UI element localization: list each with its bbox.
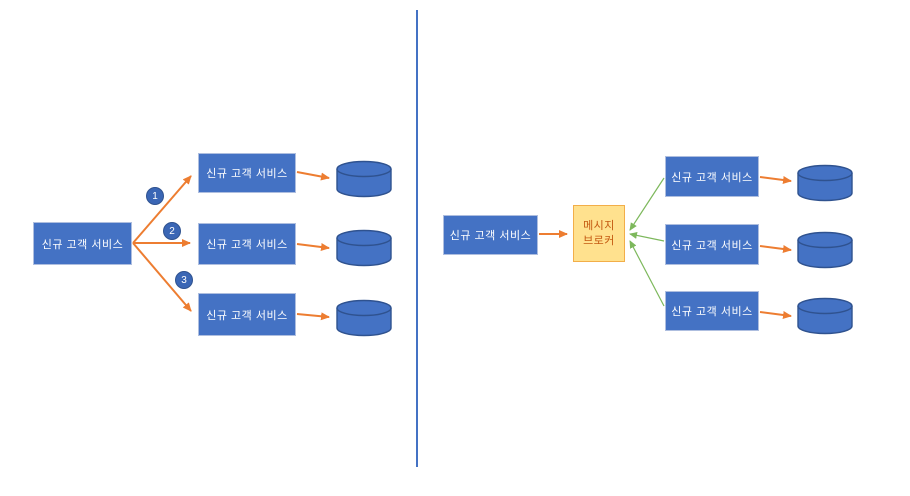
database-cylinder-icon <box>336 229 392 267</box>
database-cylinder-icon <box>797 164 853 202</box>
right-service-2-label: 신규 고객 서비스 <box>671 239 753 252</box>
arrow-left-service-1-to-db <box>296 171 330 181</box>
sequence-badge-3-number: 3 <box>181 274 187 286</box>
arrow-right-service-3-to-db <box>759 311 792 319</box>
divider-line <box>416 10 418 467</box>
arrow-service-2-to-broker <box>629 231 665 242</box>
right-source-service-label: 신규 고객 서비스 <box>449 230 532 242</box>
sequence-badge-2-number: 2 <box>169 225 175 237</box>
database-cylinder-icon <box>336 299 392 337</box>
right-service-box-3: 신규 고객 서비스 <box>665 291 759 331</box>
left-service-box-2: 신규 고객 서비스 <box>198 223 296 265</box>
right-service-1-label: 신규 고객 서비스 <box>671 171 753 184</box>
right-source-service-box: 신규 고객 서비스 <box>443 215 538 255</box>
right-service-3-label: 신규 고객 서비스 <box>671 306 753 318</box>
sequence-badge-2: 2 <box>163 222 181 240</box>
arrow-left-service-2-to-db <box>296 243 330 251</box>
database-cylinder-icon <box>797 231 853 269</box>
left-service-box-1: 신규 고객 서비스 <box>198 153 296 193</box>
database-cylinder-icon <box>797 297 853 335</box>
message-broker-box: 메시지 브로커 <box>573 205 625 262</box>
arrow-left-source-to-service-1 <box>132 175 192 244</box>
sequence-badge-3: 3 <box>175 271 193 289</box>
arrow-left-service-3-to-db <box>296 312 330 321</box>
right-service-box-1: 신규 고객 서비스 <box>665 156 759 197</box>
arrow-right-service-2-to-db <box>759 245 792 253</box>
message-broker-label-line2: 브로커 <box>583 234 615 247</box>
right-service-box-2: 신규 고객 서비스 <box>665 224 759 265</box>
left-service-2-label: 신규 고객 서비스 <box>206 239 288 251</box>
left-service-1-label: 신규 고객 서비스 <box>206 168 288 180</box>
sequence-badge-1-number: 1 <box>152 190 158 202</box>
arrow-service-1-to-broker <box>629 177 665 231</box>
left-service-box-3: 신규 고객 서비스 <box>198 293 296 336</box>
left-source-service-label: 신규 고객 서비스 <box>41 238 124 251</box>
arrow-service-3-to-broker <box>629 240 665 307</box>
arrow-right-service-1-to-db <box>759 176 792 184</box>
sequence-badge-1: 1 <box>146 187 164 205</box>
message-broker-label-line1: 메시지 <box>583 219 615 232</box>
left-service-3-label: 신규 고객 서비스 <box>206 309 288 322</box>
database-cylinder-icon <box>336 160 392 198</box>
left-source-service-box: 신규 고객 서비스 <box>33 222 132 265</box>
